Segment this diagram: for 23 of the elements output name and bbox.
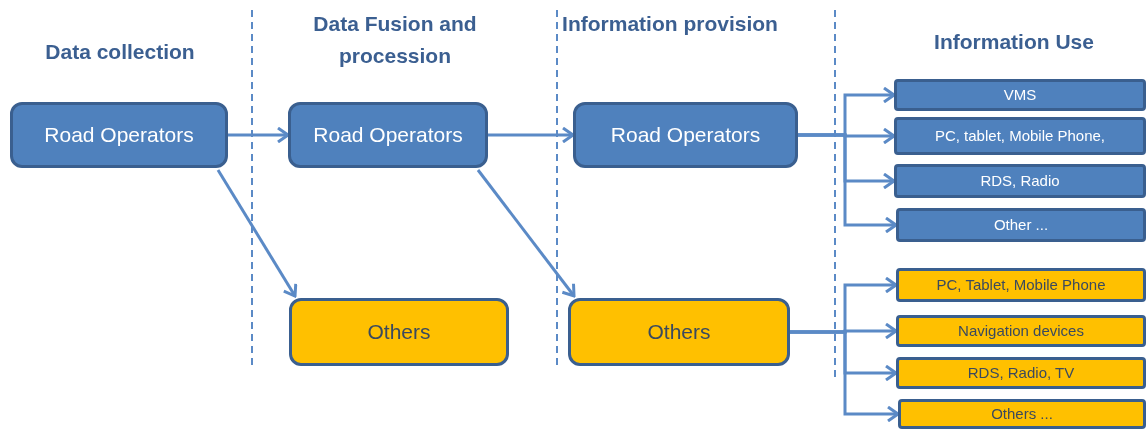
process-box: Road Operators — [288, 102, 488, 168]
output-box: Others ... — [898, 399, 1146, 429]
process-box: Road Operators — [573, 102, 798, 168]
arrow — [216, 169, 298, 298]
process-box: Others — [568, 298, 790, 366]
arrow — [798, 133, 898, 234]
column-heading: Information provision — [561, 11, 779, 37]
output-box: Other ... — [896, 208, 1146, 242]
arrow — [488, 126, 575, 144]
column-heading: Data collection — [44, 39, 196, 65]
arrow — [790, 330, 900, 423]
output-box: PC, tablet, Mobile Phone, — [894, 117, 1146, 155]
output-box: RDS, Radio — [894, 164, 1146, 198]
column-heading: Data Fusion and procession — [312, 11, 478, 69]
column-heading: Information Use — [933, 29, 1095, 55]
process-box: Road Operators — [10, 102, 228, 168]
arrow — [476, 169, 576, 298]
output-box: VMS — [894, 79, 1146, 111]
output-box: RDS, Radio, TV — [896, 357, 1146, 389]
output-box: Navigation devices — [896, 315, 1146, 347]
process-box: Others — [289, 298, 509, 366]
arrow — [228, 126, 290, 144]
output-box: PC, Tablet, Mobile Phone — [896, 268, 1146, 302]
